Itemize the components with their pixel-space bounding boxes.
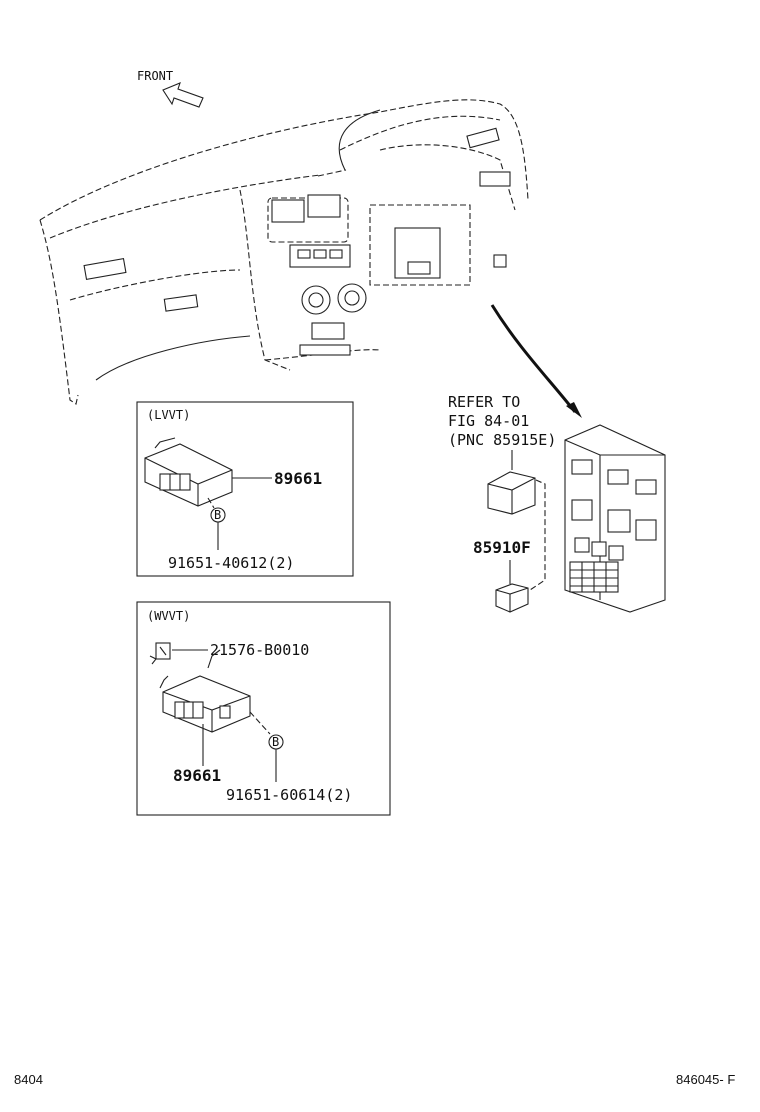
refer-note-line3: (PNC 85915E) — [448, 431, 556, 449]
lvvt-bolt-dashed — [207, 497, 215, 509]
lvvt-box-frame — [136, 401, 354, 577]
relay-85915e-illustration — [487, 450, 536, 515]
lvvt-bolt-marker-letter: B — [214, 508, 221, 522]
refer-note-line1: REFER TO — [448, 393, 520, 411]
footer-left-code: 8404 — [14, 1072, 43, 1087]
junction-block-illustration — [564, 424, 666, 613]
wvvt-ecu-part-number: 89661 — [173, 766, 221, 785]
wvvt-box-frame — [136, 601, 391, 816]
wvvt-ecu-illustration — [159, 649, 251, 733]
relay-85910f-illustration — [495, 560, 529, 613]
wvvt-box-title: (WVVT) — [147, 609, 190, 623]
wvvt-clip-illustration — [149, 642, 171, 665]
pointer-arrowhead-icon — [566, 402, 582, 418]
relay-85910f-label: 85910F — [473, 538, 531, 557]
instrument-panel-illustration — [39, 99, 529, 405]
wvvt-bolt-marker-letter: B — [272, 735, 279, 749]
footer-right-code: 846045- F — [676, 1072, 735, 1087]
pointer-curve — [490, 304, 577, 413]
lvvt-ecu-part-number: 89661 — [274, 469, 322, 488]
front-label: FRONT — [137, 69, 173, 83]
refer-note-line2: FIG 84-01 — [448, 412, 529, 430]
lvvt-ecu-illustration — [144, 437, 233, 507]
front-arrow-icon — [162, 82, 204, 108]
lvvt-box-title: (LVVT) — [147, 408, 190, 422]
lvvt-bolt-part-number: 91651-40612(2) — [168, 554, 294, 572]
wvvt-clip-part-number: 21576-B0010 — [210, 641, 309, 659]
wvvt-bolt-part-number: 91651-60614(2) — [226, 786, 352, 804]
relay-leader-dashed — [529, 479, 546, 591]
wvvt-bolt-dashed — [249, 711, 271, 735]
